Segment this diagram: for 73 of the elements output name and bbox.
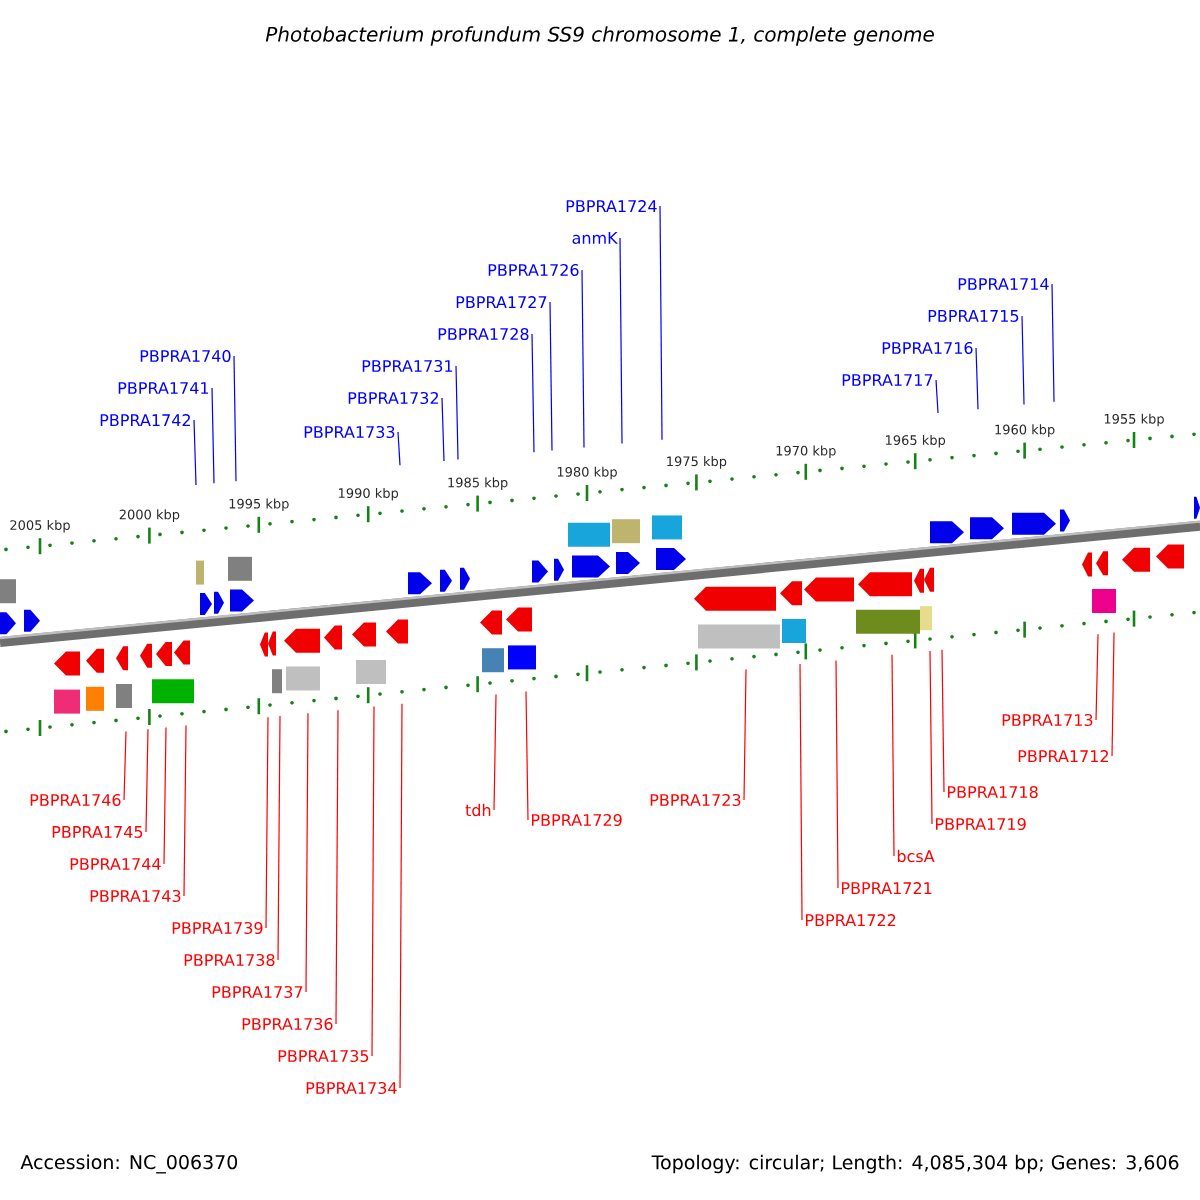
gene-label: PBPRA1712	[1018, 750, 1108, 762]
gene-label: PBPRA1717	[842, 374, 933, 386]
gene-label: PBPRA1736	[242, 1017, 333, 1031]
leader-line	[163, 726, 167, 865]
gene-label: PBPRA1715	[928, 310, 1019, 322]
gene-label: PBPRA1714	[958, 278, 1049, 290]
leader-line	[123, 730, 127, 801]
leader-line	[397, 431, 401, 466]
gene-label: PBPRA1741	[118, 382, 209, 394]
gene-label: PBPRA1738	[184, 953, 275, 967]
gene-label: PBPRA1722	[806, 914, 896, 926]
leader-line	[145, 728, 149, 833]
leader-line	[531, 333, 535, 453]
gene-label: PBPRA1724	[566, 200, 657, 212]
gene-label: PBPRA1723	[650, 793, 741, 807]
leader-line	[277, 715, 281, 961]
gene-label: PBPRA1719	[936, 817, 1026, 831]
leader-line	[549, 301, 553, 451]
gene-label: PBPRA1734	[306, 1081, 397, 1095]
leader-line	[1021, 315, 1025, 406]
leader-line	[233, 355, 237, 482]
gene-label: anmK	[572, 232, 618, 244]
gene-label: PBPRA1735	[278, 1049, 369, 1063]
leader-line	[975, 347, 979, 410]
leader-line	[581, 269, 585, 448]
leader-line	[935, 379, 939, 414]
gene-label: PBPRA1727	[456, 296, 547, 308]
leader-line	[1051, 283, 1055, 403]
gene-label: tdh	[465, 803, 491, 817]
gene-label: PBPRA1729	[531, 813, 622, 827]
leader-line	[891, 654, 895, 857]
gene-label: PBPRA1726	[488, 263, 579, 277]
gene-label: PBPRA1731	[362, 359, 453, 373]
leader-line	[1095, 633, 1099, 721]
accession-text: Accession: NC_006370	[20, 1154, 238, 1174]
gene-label: PBPRA1746	[30, 793, 121, 807]
gene-label: PBPRA1743	[90, 889, 181, 903]
title: Photobacterium profundum SS9 chromosome 1, complete genome	[265, 26, 934, 46]
leader-line	[743, 668, 747, 801]
leader-line	[193, 419, 197, 486]
leader-line	[305, 712, 309, 993]
leader-line	[619, 237, 623, 445]
gene-label: PBPRA1740	[140, 349, 231, 363]
gene-label: bcsA	[897, 849, 935, 863]
leader-line	[799, 663, 803, 921]
leader-line	[525, 690, 529, 821]
genome-info-text: Topology: circular; Length: 4,085,304 bp; Genes: 3,606	[651, 1154, 1179, 1174]
gene-label: PBPRA1737	[212, 985, 303, 999]
leader-line	[265, 716, 269, 929]
gene-label: PBPRA1718	[948, 785, 1038, 799]
leader-line	[371, 706, 375, 1057]
gene-label: PBPRA1732	[348, 391, 438, 405]
leader-line	[335, 709, 339, 1025]
leader-line	[399, 703, 403, 1089]
gene-label: PBPRA1721	[842, 882, 932, 894]
leader-line	[493, 693, 497, 811]
leader-line	[941, 649, 945, 793]
gene-label: PBPRA1745	[52, 826, 143, 838]
leader-line	[929, 650, 933, 825]
leader-line	[455, 365, 459, 461]
gene-label: PBPRA1716	[882, 341, 973, 355]
gene-label: PBPRA1739	[172, 921, 263, 935]
leader-line	[211, 387, 215, 484]
leader-line	[659, 205, 663, 441]
gene-label: PBPRA1728	[438, 327, 529, 341]
leader-line	[1111, 632, 1115, 757]
gene-label: PBPRA1742	[100, 414, 190, 426]
leader-line	[441, 397, 445, 462]
leader-line	[183, 724, 187, 897]
gene-label: PBPRA1733	[304, 425, 395, 439]
gene-label: PBPRA1713	[1002, 713, 1093, 727]
leader-line	[835, 659, 839, 889]
gene-label: PBPRA1744	[70, 858, 161, 870]
